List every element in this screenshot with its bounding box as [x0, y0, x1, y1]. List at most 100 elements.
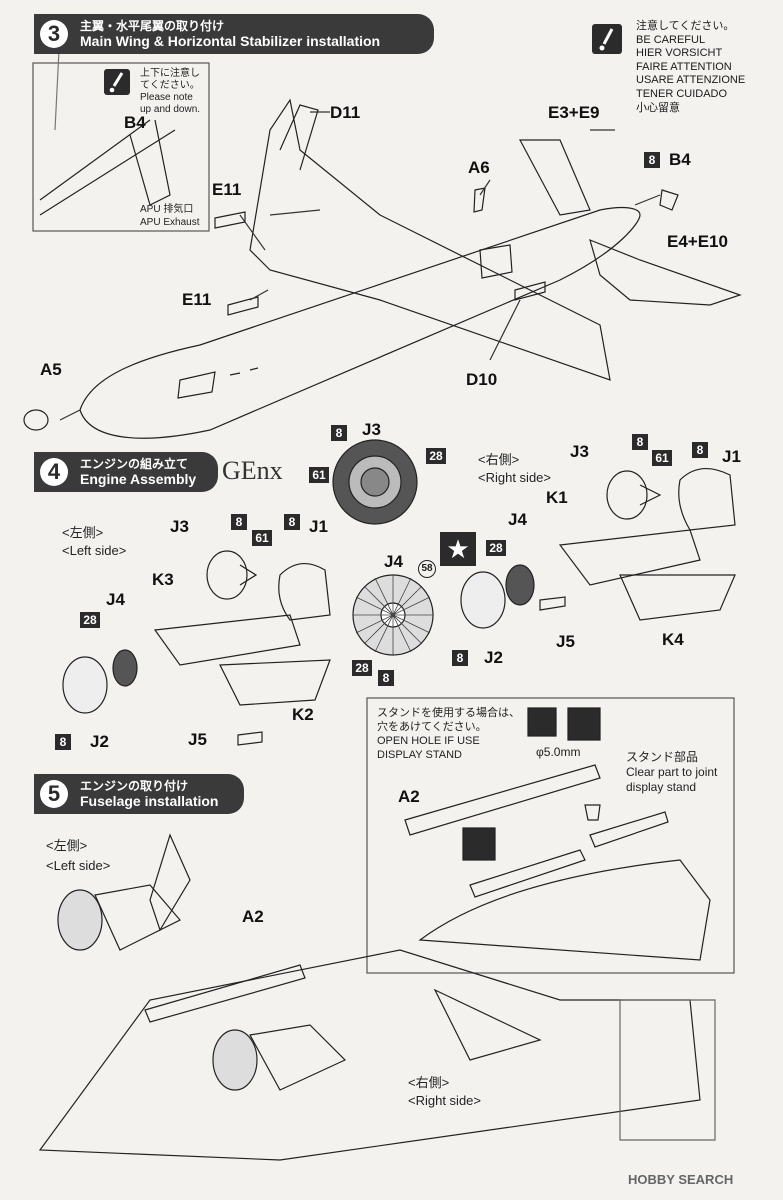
part-label-a6: A6	[468, 158, 490, 177]
paint-code-badge: 61	[252, 530, 272, 546]
part-label-j1-right: J1	[722, 447, 741, 466]
inset-note: 上下に注意し てください。 Please note up and down.	[140, 68, 200, 116]
part-label-j5-left: J5	[188, 730, 207, 749]
part-label-j3-left: J3	[170, 517, 189, 536]
right-side-label-jp: <右側>	[408, 1075, 450, 1090]
part-label-k2: K2	[292, 705, 314, 724]
caution-text: 注意してください。 BE CAREFUL HIER VORSICHT FAIRE…	[636, 20, 745, 115]
watermark-text: HOBBY SEARCH	[628, 1172, 734, 1187]
part-label-a2-fuselage: A2	[242, 907, 264, 926]
part-label-b4: B4	[669, 150, 691, 169]
inset-note-line: てください。	[140, 80, 200, 91]
part-label-j1-left: J1	[309, 517, 328, 536]
step-title-jp: エンジンの取り付け	[80, 779, 189, 793]
step5-header: 5 エンジンの取り付け Fuselage installation	[34, 774, 244, 814]
step-title-en: Engine Assembly	[80, 471, 197, 487]
caution-line: BE CAREFUL	[636, 33, 706, 46]
inset-note-line: Please note	[140, 92, 193, 103]
paint-code-badge: 28	[352, 660, 372, 676]
step-number: 3	[40, 20, 68, 48]
caution-line: HIER VORSICHT	[636, 47, 723, 60]
part-label-k1: K1	[546, 488, 568, 507]
paint-code-badge: 8	[331, 425, 347, 441]
paint-code-badge: 28	[426, 448, 446, 464]
apu-inset-frame	[32, 62, 210, 232]
part-label-j4-center: J4	[384, 552, 403, 571]
caution-icon	[104, 69, 130, 95]
stand-part-note: スタンド部品 Clear part to joint display stand	[626, 750, 717, 795]
paint-code-badge: 28	[80, 612, 100, 628]
part-label-j3-right: J3	[570, 442, 589, 461]
part-label-k3: K3	[152, 570, 174, 589]
paint-code-badge: 61	[652, 450, 672, 466]
left-side-label-en: <Left side>	[46, 858, 111, 873]
stand-part-line: Clear part to joint	[626, 765, 718, 779]
stand-note-line: 穴をあけてください。	[377, 721, 487, 733]
part-label-k4: K4	[662, 630, 684, 649]
inset-note-line: up and down.	[140, 104, 201, 115]
part-label-b4-inset: B4	[124, 113, 146, 132]
left-side-label-jp: <左側>	[62, 525, 104, 540]
part-label-j5-right: J5	[556, 632, 575, 651]
part-label-j4-left: J4	[106, 590, 125, 609]
step-title-jp: エンジンの組み立て	[80, 457, 189, 471]
part-label-d11: D11	[330, 103, 361, 122]
stand-note-line: スタンドを使用する場合は、	[377, 707, 520, 719]
part-label-a5: A5	[40, 360, 62, 379]
part-label-j3-top: J3	[362, 420, 381, 439]
paint-code-badge: 8	[692, 442, 708, 458]
star-badge: ★	[440, 532, 476, 566]
stand-part-line: スタンド部品	[626, 750, 699, 764]
right-side-label-en: <Right side>	[478, 470, 551, 485]
stand-note: スタンドを使用する場合は、 穴をあけてください。 OPEN HOLE IF US…	[377, 706, 520, 762]
paint-code-badge: 8	[284, 514, 300, 530]
step3-header: 3 主翼・水平尾翼の取り付け Main Wing & Horizontal St…	[34, 14, 434, 54]
step-number: 4	[40, 458, 68, 486]
left-side-label-en: <Left side>	[62, 543, 127, 558]
right-side-label-en: <Right side>	[408, 1093, 481, 1108]
paint-code-badge: 28	[486, 540, 506, 556]
part-label-j2-right: J2	[484, 648, 503, 667]
apu-caption-jp: APU 排気口	[140, 204, 194, 215]
step-title-en: Main Wing & Horizontal Stabilizer instal…	[80, 33, 381, 49]
paint-code-circle: 58	[418, 560, 436, 578]
paint-code-badge: 61	[309, 467, 329, 483]
paint-code-badge: 8	[55, 734, 71, 750]
engine-brand: GEnx	[222, 456, 283, 485]
part-label-e11-upper: E11	[212, 180, 242, 199]
step-title-jp: 主翼・水平尾翼の取り付け	[80, 19, 225, 33]
caution-line: 注意してください。	[636, 20, 735, 32]
part-label-e4e10: E4+E10	[667, 232, 728, 251]
step-number: 5	[40, 780, 68, 808]
stand-note-line: OPEN HOLE IF USE	[377, 735, 480, 747]
drill-size: φ5.0mm	[536, 745, 581, 759]
paint-code-badge: 8	[452, 650, 468, 666]
caution-line: USARE ATTENZIONE	[636, 74, 746, 87]
right-side-label-jp: <右側>	[478, 452, 520, 467]
stand-frame	[366, 697, 735, 974]
caution-icon	[592, 24, 622, 54]
step-title-en: Fuselage installation	[80, 793, 219, 809]
fuselage-outline	[79, 206, 641, 439]
part-label-d10: D10	[466, 370, 498, 389]
left-side-label-jp: <左側>	[46, 838, 88, 853]
paint-code-badge: 8	[231, 514, 247, 530]
main-wing	[249, 98, 611, 381]
stand-part-line: display stand	[626, 780, 697, 794]
part-label-a2-stand: A2	[398, 787, 420, 806]
caution-line: FAIRE ATTENTION	[636, 60, 732, 73]
part-label-e11-lower: E11	[182, 290, 212, 309]
watermark: HOBBY SEARCH	[628, 1172, 733, 1187]
part-label-j4-right: J4	[508, 510, 527, 529]
step4-header: 4 エンジンの組み立て Engine Assembly	[34, 452, 218, 492]
caution-line: 小心留意	[636, 101, 680, 114]
stand-note-line: DISPLAY STAND	[377, 749, 462, 761]
inset-note-line: 上下に注意し	[140, 68, 200, 79]
paint-code-badge: 8	[378, 670, 394, 686]
apu-caption-en: APU Exhaust	[140, 217, 200, 228]
paint-code-badge: 8	[632, 434, 648, 450]
part-label-j2-left: J2	[90, 732, 109, 751]
part-label-e3e9: E3+E9	[548, 103, 600, 122]
paint-code-badge: 8	[644, 152, 660, 168]
